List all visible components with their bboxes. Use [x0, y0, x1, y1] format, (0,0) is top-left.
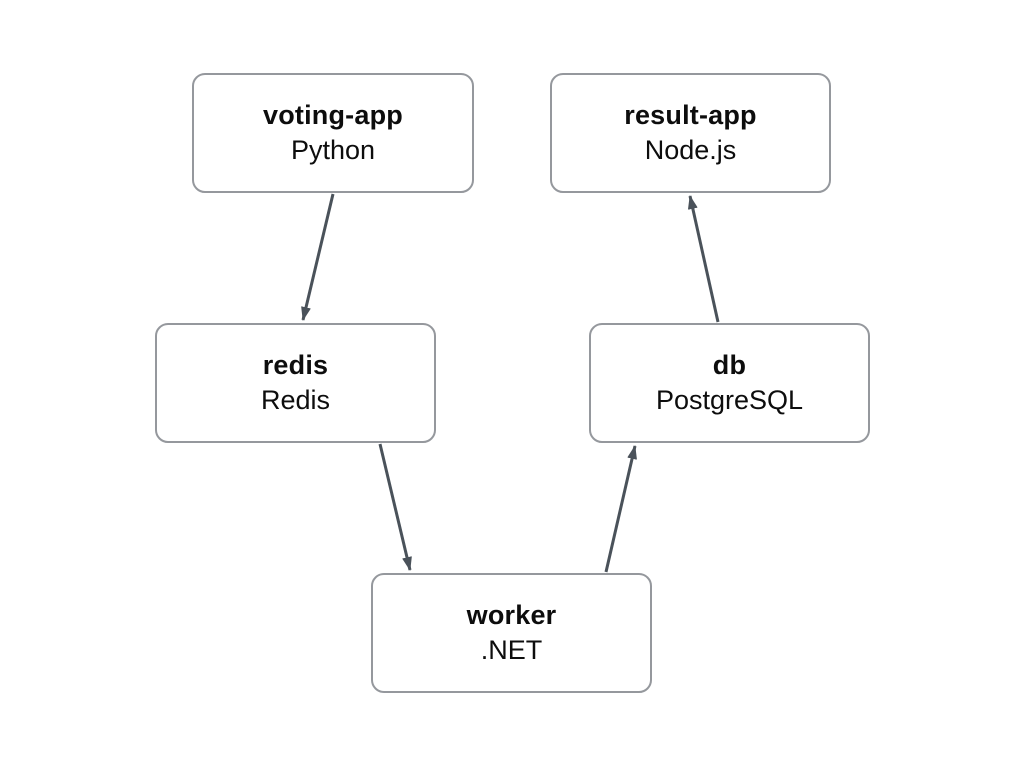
node-tech: Python — [290, 135, 376, 165]
node-title: voting-app — [263, 100, 403, 130]
node-title: db — [712, 350, 747, 380]
node-tech: .NET — [480, 635, 543, 665]
node-redis: redis Redis — [155, 323, 436, 443]
edge-db-to-result-app — [687, 195, 720, 323]
edge-voting-app-to-redis — [301, 193, 335, 321]
node-tech: Redis — [260, 385, 331, 415]
node-voting-app: voting-app Python — [192, 73, 474, 193]
node-db: db PostgreSQL — [589, 323, 870, 443]
node-tech: PostgreSQL — [655, 385, 804, 415]
edge-redis-to-worker — [378, 443, 412, 571]
node-title: worker — [466, 600, 557, 630]
node-title: result-app — [624, 100, 757, 130]
node-worker: worker .NET — [371, 573, 652, 693]
edge-worker-to-db — [604, 445, 637, 573]
node-title: redis — [262, 350, 329, 380]
node-tech: Node.js — [644, 135, 737, 165]
node-result-app: result-app Node.js — [550, 73, 831, 193]
